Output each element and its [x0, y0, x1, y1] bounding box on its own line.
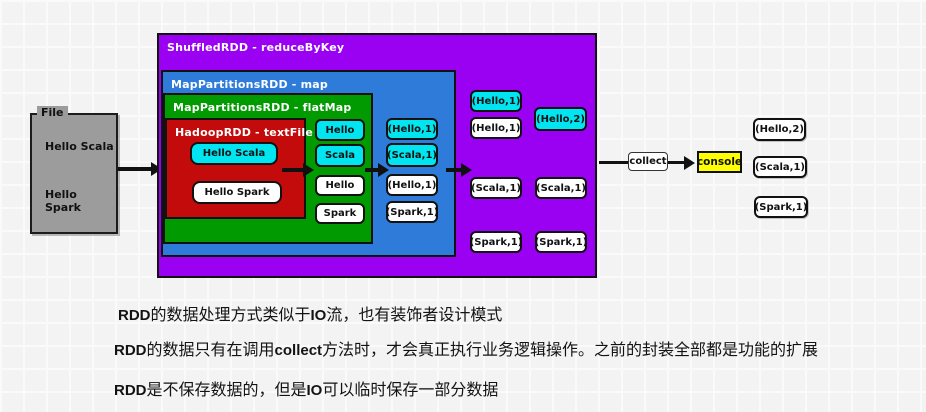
arrow-flatmap-to-map	[365, 168, 379, 172]
note-text: 可以临时保存一部分数据	[322, 382, 499, 399]
note-line: RDD的数据处理方式类似于IO流，也有装饰者设计模式	[118, 301, 502, 325]
note-text: 流，也有装饰者设计模式	[326, 307, 503, 324]
note-text: 是不保存数据的，但是	[146, 382, 307, 399]
layer-title-flatmap: MapPartitionsRDD - flatMap	[173, 101, 352, 114]
file-box: File Hello Scala Hello Spark	[30, 106, 118, 234]
file-legend: File	[37, 106, 68, 119]
arrow-collect-to-console	[668, 161, 685, 164]
note-text: IO	[306, 382, 323, 399]
arrow-file-to-rdd	[118, 167, 152, 171]
token: Hello	[315, 119, 365, 141]
token: (Hello,1)	[470, 90, 522, 112]
note-line: RDD是不保存数据的，但是IO可以临时保存一部分数据	[114, 376, 498, 400]
file-line: Hello Scala	[45, 140, 114, 153]
token: (Scala,1)	[386, 143, 438, 167]
token: (Scala,1)	[535, 177, 587, 199]
token: (Hello,1)	[386, 118, 438, 140]
note-text: IO	[310, 307, 327, 324]
token: Scala	[315, 144, 365, 167]
token: (Scala,1)	[470, 177, 522, 199]
note-line: RDD的数据只有在调用collect方法时，才会真正执行业务逻辑操作。之前的封装…	[114, 336, 818, 360]
output-token: (Spark,1)	[754, 196, 808, 218]
token: (Spark,1)	[386, 201, 438, 223]
token: (Hello,2)	[534, 107, 587, 131]
note-text: 的数据只有在调用	[146, 342, 275, 359]
arrowhead-icon	[461, 163, 472, 177]
note-text: RDD	[118, 307, 151, 324]
layer-title-map: MapPartitionsRDD - map	[171, 78, 328, 91]
token: Spark	[315, 203, 365, 224]
file-line: Hello Spark	[45, 188, 81, 214]
note-text: collect	[274, 342, 323, 359]
layer-title-hadooprdd: HadoopRDD - textFile	[175, 126, 314, 139]
token: Hello	[315, 175, 365, 196]
token: (Hello,1)	[470, 117, 522, 139]
note-text: RDD	[114, 382, 147, 399]
note-text: RDD	[114, 342, 147, 359]
arrow-map-to-reduce	[446, 168, 462, 172]
token: (Spark,1)	[470, 231, 522, 253]
collect-label: collect	[628, 152, 668, 171]
note-text: 的数据处理方式类似于	[150, 307, 311, 324]
output-token: (Scala,1)	[753, 156, 807, 178]
console-box: console	[697, 151, 742, 173]
output-token: (Hello,2)	[753, 118, 806, 141]
arrow-textfile-to-flatmap	[282, 168, 304, 172]
arrowhead-icon	[151, 162, 162, 176]
token: (Hello,1)	[386, 174, 438, 196]
arrowhead-icon	[378, 163, 389, 177]
arrowhead-icon	[303, 163, 314, 177]
note-text: 方法时，才会真正执行业务逻辑操作。之前的封装全部都是功能的扩展	[322, 342, 819, 359]
token: Hello Scala	[190, 142, 278, 165]
layer-title-shuffledrdd: ShuffledRDD - reduceByKey	[167, 41, 345, 54]
token: Hello Spark	[192, 181, 282, 204]
arrowhead-icon	[684, 156, 695, 170]
arrow-rdd-to-collect	[599, 161, 628, 164]
token: (Spark,1)	[535, 231, 587, 253]
